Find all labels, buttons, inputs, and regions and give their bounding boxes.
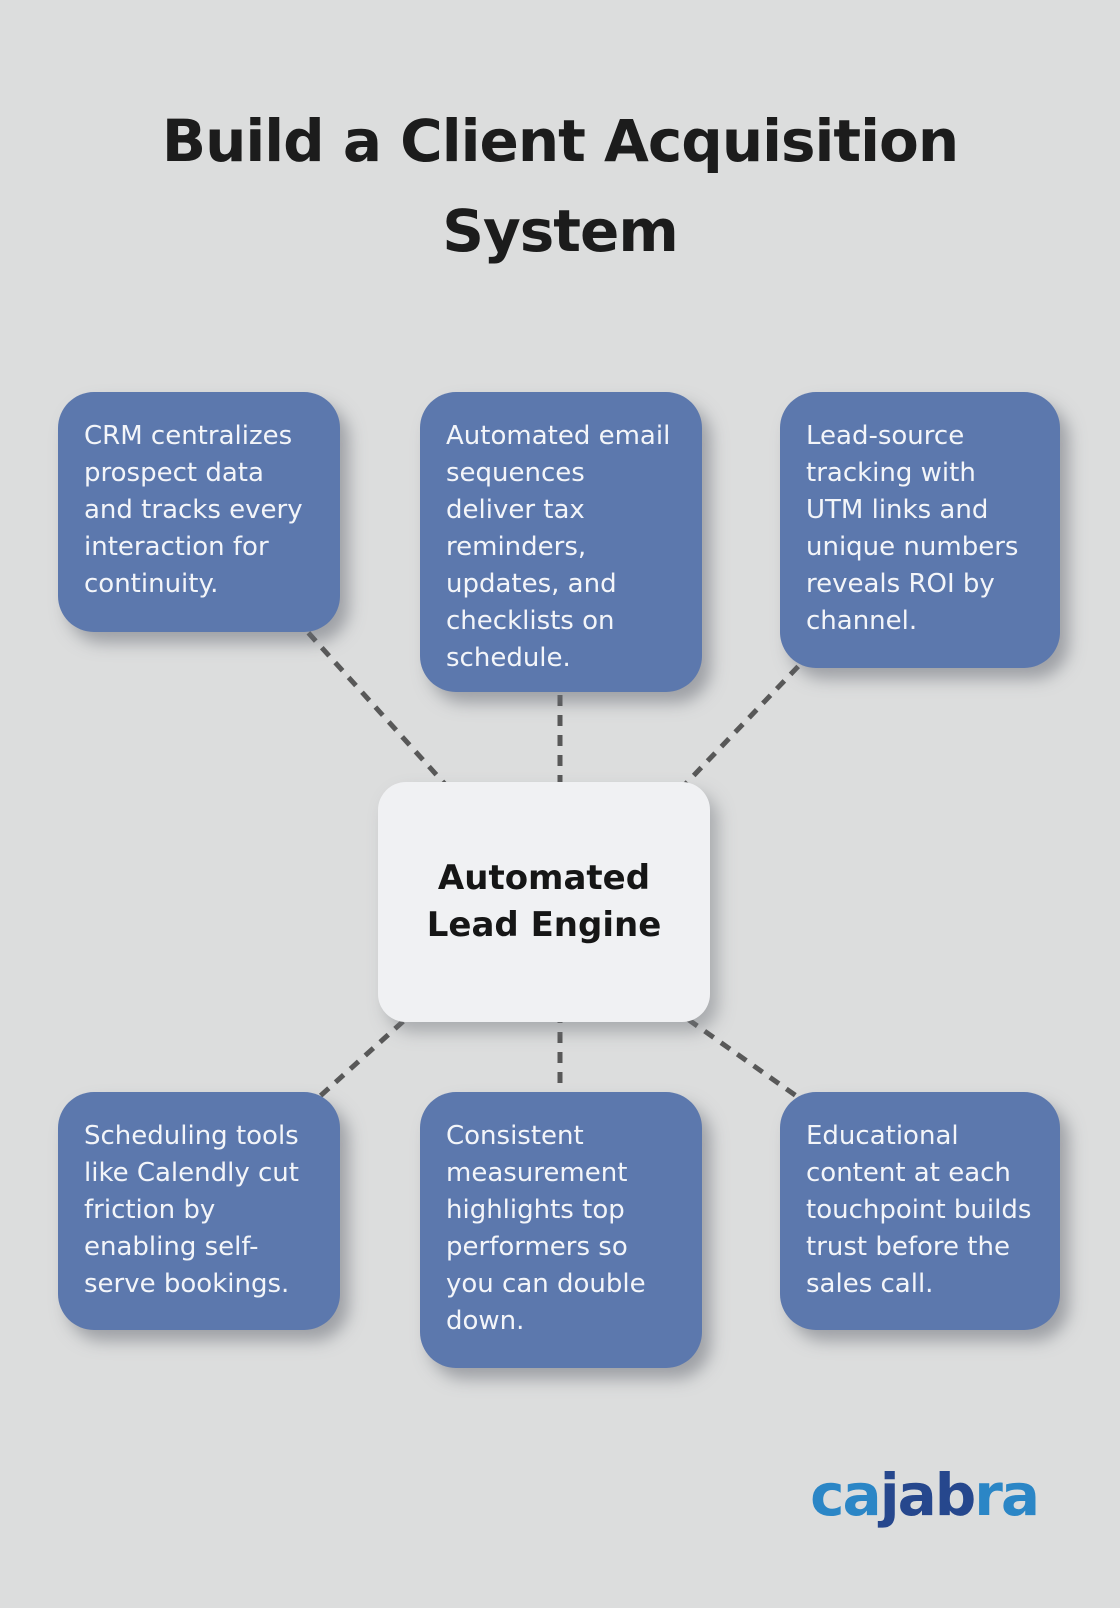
node-educational-content-text: Educational content at each touchpoint b… [806, 1121, 1032, 1299]
connector-bottom-left [316, 1006, 420, 1100]
node-email-sequences-text: Automated email sequences deliver tax re… [446, 421, 671, 673]
center-node-label: Automated Lead Engine [426, 858, 662, 945]
node-crm: CRM centralizes prospect data and tracks… [58, 392, 340, 632]
logo-segment-ra: ra [974, 1461, 1040, 1529]
logo-segment-jab: jab [879, 1461, 977, 1529]
page-title: Build a Client Acquisition System [161, 107, 959, 265]
node-scheduling-tools: Scheduling tools like Calendly cut frict… [58, 1092, 340, 1330]
node-consistent-measurement-text: Consistent measurement highlights top pe… [446, 1121, 646, 1336]
connector-bottom-right [670, 1005, 804, 1103]
connector-top-right [673, 650, 814, 797]
cajabra-logo: cajabra [810, 1466, 1040, 1524]
center-node: Automated Lead Engine [378, 782, 710, 1022]
node-consistent-measurement: Consistent measurement highlights top pe… [420, 1092, 702, 1368]
logo-segment-ca: ca [810, 1461, 882, 1529]
node-scheduling-tools-text: Scheduling tools like Calendly cut frict… [84, 1121, 299, 1299]
node-email-sequences: Automated email sequences deliver tax re… [420, 392, 702, 692]
node-educational-content: Educational content at each touchpoint b… [780, 1092, 1060, 1330]
node-crm-text: CRM centralizes prospect data and tracks… [84, 421, 303, 599]
node-lead-source-tracking: Lead-source tracking with UTM links and … [780, 392, 1060, 668]
node-lead-source-tracking-text: Lead-source tracking with UTM links and … [806, 421, 1019, 636]
